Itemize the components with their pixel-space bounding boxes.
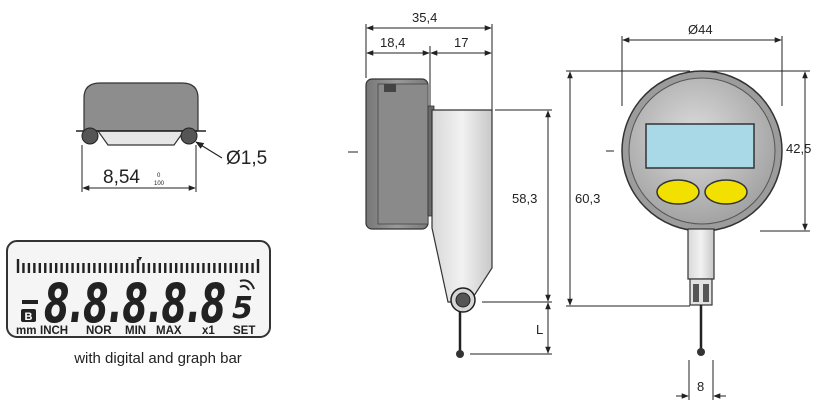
bar-graph-segment (71, 263, 74, 273)
probe-length-label: L (536, 322, 543, 337)
front-diameter-label: Ø44 (688, 22, 713, 37)
left-ball (81, 127, 99, 145)
ball-diameter-label: Ø1,5 (226, 148, 267, 169)
tip-insert (96, 130, 186, 146)
side-stem (431, 109, 493, 303)
bar-graph-segment (60, 263, 63, 273)
bar-graph-segment (240, 263, 243, 273)
bar-graph-segment (245, 263, 249, 273)
lcd-label-nor: NOR (86, 325, 112, 337)
lcd-caption: with digital and graph bar (74, 350, 242, 367)
bar-graph-segment (93, 263, 96, 273)
bar-graph-segment (153, 263, 156, 273)
bar-graph-segment (65, 263, 69, 273)
bar-graph-segment (104, 263, 107, 273)
battery-icon (21, 309, 36, 322)
probe-width-label: 8 (697, 379, 704, 394)
minus-segment (22, 300, 38, 304)
lcd-display: B 8.8.8.8.8 5 mm INCH NOR MIN MAX x1 SET (6, 240, 271, 338)
bar-graph-segment (76, 263, 80, 273)
bar-graph-segment (22, 263, 25, 273)
bar-graph-segment (33, 263, 36, 273)
bar-graph-segment (109, 263, 112, 273)
battery-label: B (25, 311, 33, 323)
bar-graph-segment (169, 263, 172, 273)
bar-graph-segment (207, 263, 211, 273)
bar-graph-segment (174, 263, 178, 273)
lcd-label-x1: x1 (202, 325, 215, 337)
bar-graph-segment (142, 263, 145, 273)
bar-graph-segment (54, 263, 58, 273)
front-view: Ø44 60,3 42,5 8 (566, 22, 811, 400)
bar-graph-segment (27, 263, 31, 273)
signal-icon (239, 285, 250, 291)
lcd-trailing-symbol: 5 (232, 291, 253, 326)
probe-offset-label: 17 (454, 35, 468, 50)
width-label: 8,54 (103, 167, 140, 188)
bar-graph-segment (114, 263, 118, 273)
lcd-label-max: MAX (156, 325, 182, 337)
bar-graph-segment (218, 263, 222, 273)
bar-graph-segment (213, 263, 216, 273)
bar-graph-segment (224, 263, 227, 273)
bar-graph-segment (136, 259, 140, 273)
bar-graph-segment (147, 263, 151, 273)
bar-graph (16, 259, 260, 273)
side-probe-ball (456, 350, 464, 358)
left-button[interactable] (656, 179, 700, 205)
lcd-label-mm: mm (16, 325, 36, 337)
bar-graph-segment (87, 263, 91, 273)
front-stem (687, 228, 715, 280)
bar-graph-segment (180, 263, 183, 273)
bar-graph-segment (202, 263, 205, 273)
bar-graph-segment (120, 263, 123, 273)
bar-graph-segment (229, 263, 232, 273)
bar-graph-segment (49, 263, 52, 273)
bar-graph-segment (234, 263, 238, 273)
lcd-label-set: SET (233, 325, 255, 337)
tip-detail: Ø1,5 8,54 0 100 (76, 82, 267, 192)
bar-graph-segment (256, 259, 260, 273)
total-height-label: 60,3 (575, 191, 600, 206)
lcd-label-min: MIN (125, 325, 146, 337)
body-depth-label: 18,4 (380, 35, 405, 50)
width-tol-bottom: 100 (154, 181, 165, 187)
overall-depth-label: 35,4 (412, 10, 437, 25)
body-height-label: 58,3 (512, 191, 537, 206)
tip-head-body (83, 82, 199, 132)
right-ball (180, 127, 198, 145)
bar-graph-segment (44, 263, 47, 273)
bar-graph-segment (125, 263, 129, 273)
bar-graph-segment (251, 263, 254, 273)
width-tol-top: 0 (157, 173, 161, 179)
right-button[interactable] (704, 179, 748, 205)
bar-graph-segment (158, 263, 162, 273)
side-view: 35,4 18,4 17 58,3 L (348, 10, 552, 358)
bar-graph-segment (131, 263, 134, 273)
bar-graph-segment (98, 263, 102, 273)
bar-graph-segment (196, 263, 200, 273)
lcd-digits: 8.8.8.8.8 (44, 272, 226, 335)
bar-graph-segment (82, 263, 85, 273)
bar-graph-segment (164, 263, 167, 273)
bar-graph-segment (191, 263, 194, 273)
dial-height-label: 42,5 (786, 141, 811, 156)
bar-graph-segment (185, 263, 189, 273)
front-probe-ball (697, 348, 705, 356)
lcd-label-inch: INCH (40, 325, 68, 337)
bar-graph-segment (16, 259, 20, 273)
bar-graph-segment (38, 263, 42, 273)
display-window (645, 123, 755, 169)
